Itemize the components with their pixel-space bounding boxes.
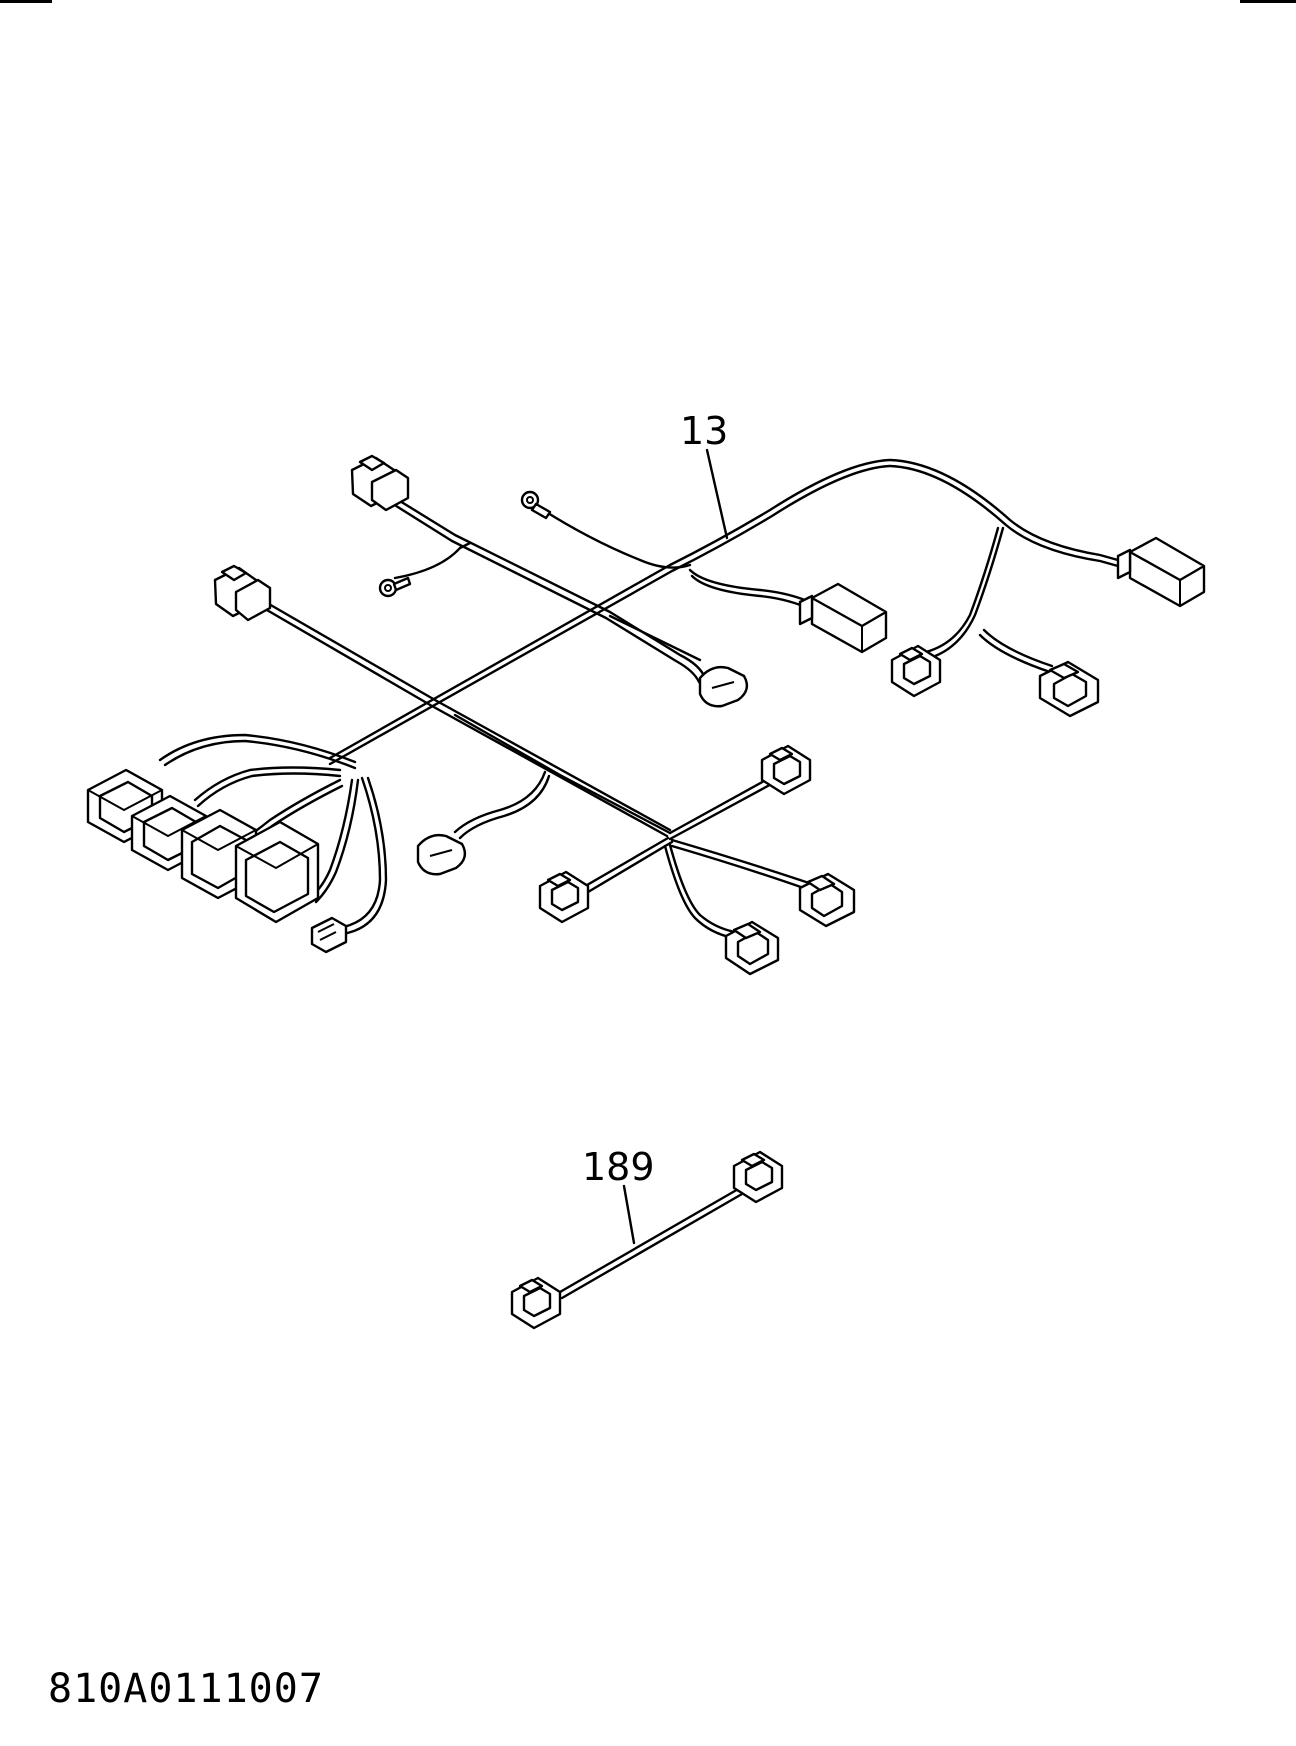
ring-terminal-upper [520, 490, 552, 520]
connector-189-bottom [510, 1276, 562, 1330]
oval-connector-upper [698, 665, 749, 708]
leader-line-13 [705, 448, 729, 540]
callout-13: 13 [680, 409, 728, 453]
harness-13-branches [158, 496, 1054, 940]
leader-line-189 [622, 1184, 636, 1245]
harness-13-trunk [328, 458, 1127, 766]
drawing-code: 810A0111007 [48, 1666, 324, 1712]
corner-mark-right [1240, 0, 1296, 3]
harness-13-connectors [86, 454, 1206, 976]
connector-right-b [1038, 660, 1100, 718]
callout-189: 189 [582, 1145, 655, 1189]
connector-tail-small [310, 916, 348, 954]
harness-189-wire [558, 1186, 742, 1294]
ring-terminal-lower [378, 576, 412, 598]
connector-lower-left [538, 870, 590, 924]
connector-cluster-4 [234, 820, 320, 924]
connector-189-top [732, 1150, 784, 1204]
connector-right-a [890, 644, 942, 698]
connector-left [213, 564, 272, 622]
connector-lower-bottom [724, 920, 780, 976]
harness-13: 13 [86, 409, 1206, 976]
harness-189: 189 [510, 1145, 784, 1330]
corner-mark-left [0, 0, 52, 3]
box-connector-mid [798, 582, 888, 654]
box-connector-right [1116, 536, 1206, 608]
oval-connector-lower [416, 833, 467, 876]
connector-lower-right [798, 872, 856, 928]
connector-lower-top [760, 744, 812, 796]
connector-top-left [350, 454, 410, 512]
